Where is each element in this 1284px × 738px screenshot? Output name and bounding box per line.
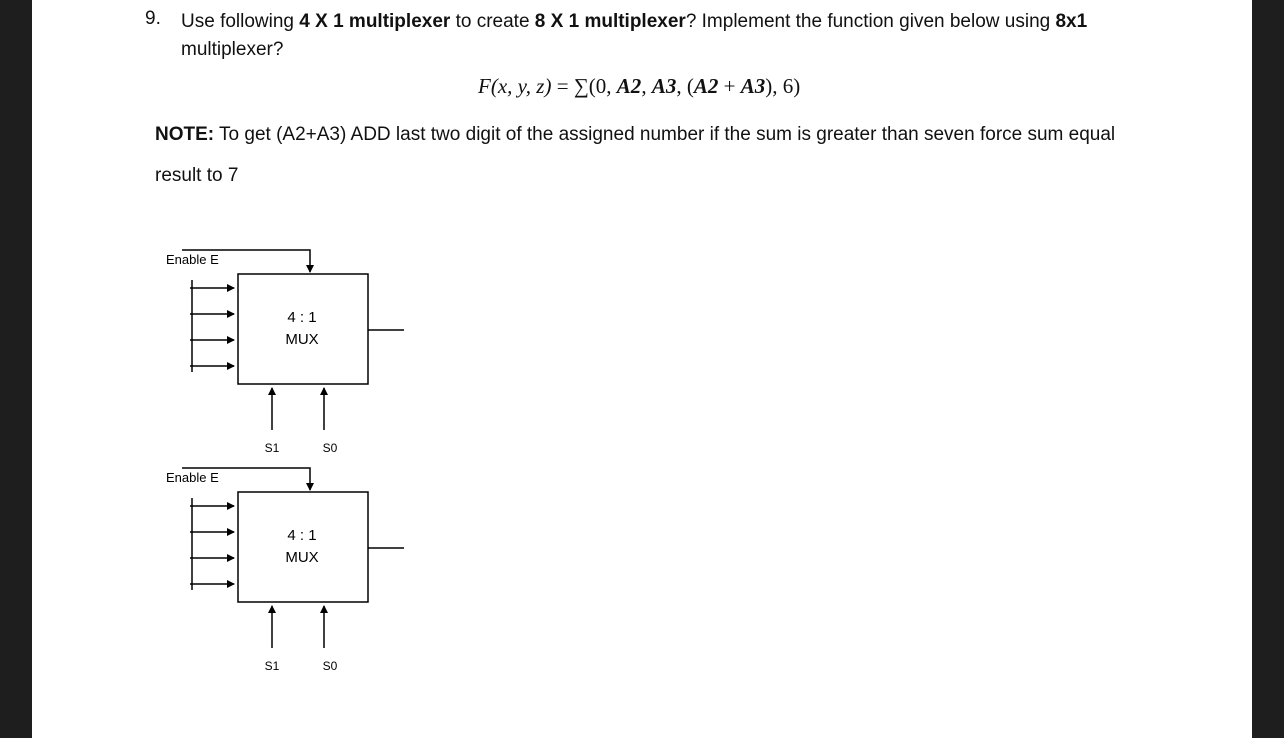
mux-title: 4 : 1 xyxy=(287,527,316,544)
formula-lhs: F(x, y, z) xyxy=(478,74,552,98)
mux-2: Enable E 4 : 1 MUX S1 S0 xyxy=(166,467,404,673)
formula-part: + xyxy=(718,74,741,98)
mux-title: MUX xyxy=(285,331,318,348)
enable-label: Enable E xyxy=(166,470,219,485)
formula-part: , xyxy=(641,74,652,98)
question-number: 9. xyxy=(145,8,161,29)
question-part-bold: 4 X 1 multiplexer xyxy=(299,11,451,32)
formula-a2: A2 xyxy=(616,74,642,98)
formula-part: ), 6) xyxy=(765,74,801,98)
note-line-2: result to 7 xyxy=(155,165,239,186)
mux-diagram: Enable E 4 : 1 MUX S1 S0 Enable E xyxy=(166,249,404,673)
question-part: to create xyxy=(450,11,535,32)
formula-a3: A3 xyxy=(651,74,677,98)
select-s0-label: S0 xyxy=(323,441,338,455)
enable-line xyxy=(182,467,314,491)
function-formula: F(x, y, z) = ∑(0, A2, A3, (A2 + A3), 6) xyxy=(478,74,800,99)
formula-a3: A3 xyxy=(740,74,766,98)
formula-a2: A2 xyxy=(693,74,719,98)
question-part: multiplexer? xyxy=(181,39,284,60)
mux-box xyxy=(237,273,369,385)
mux-title: 4 : 1 xyxy=(287,309,316,326)
question-part-bold: 8x1 xyxy=(1055,11,1088,32)
question-part-bold: 8 X 1 multiplexer xyxy=(534,11,686,32)
document-page: 9. Use following 4 X 1 multiplexer to cr… xyxy=(32,0,1252,738)
formula-part: , ( xyxy=(676,74,694,98)
question-text: Use following 4 X 1 multiplexer to creat… xyxy=(181,8,1181,64)
formula-part: = ∑(0, xyxy=(551,74,617,98)
note-line-1: NOTE: To get (A2+A3) ADD last two digit … xyxy=(155,124,1115,146)
select-s0-label: S0 xyxy=(323,659,338,673)
note-label: NOTE: xyxy=(155,124,215,145)
mux-box xyxy=(237,491,369,603)
mux-title: MUX xyxy=(285,549,318,566)
select-s1-label: S1 xyxy=(265,659,280,673)
select-s1-label: S1 xyxy=(265,441,280,455)
question-part: Use following xyxy=(181,11,300,32)
enable-line xyxy=(182,249,314,273)
question-part: ? Implement the function given below usi… xyxy=(685,11,1056,32)
mux-1: Enable E 4 : 1 MUX S1 S0 xyxy=(166,249,404,455)
note-text: To get (A2+A3) ADD last two digit of the… xyxy=(214,124,1116,145)
enable-label: Enable E xyxy=(166,252,219,267)
